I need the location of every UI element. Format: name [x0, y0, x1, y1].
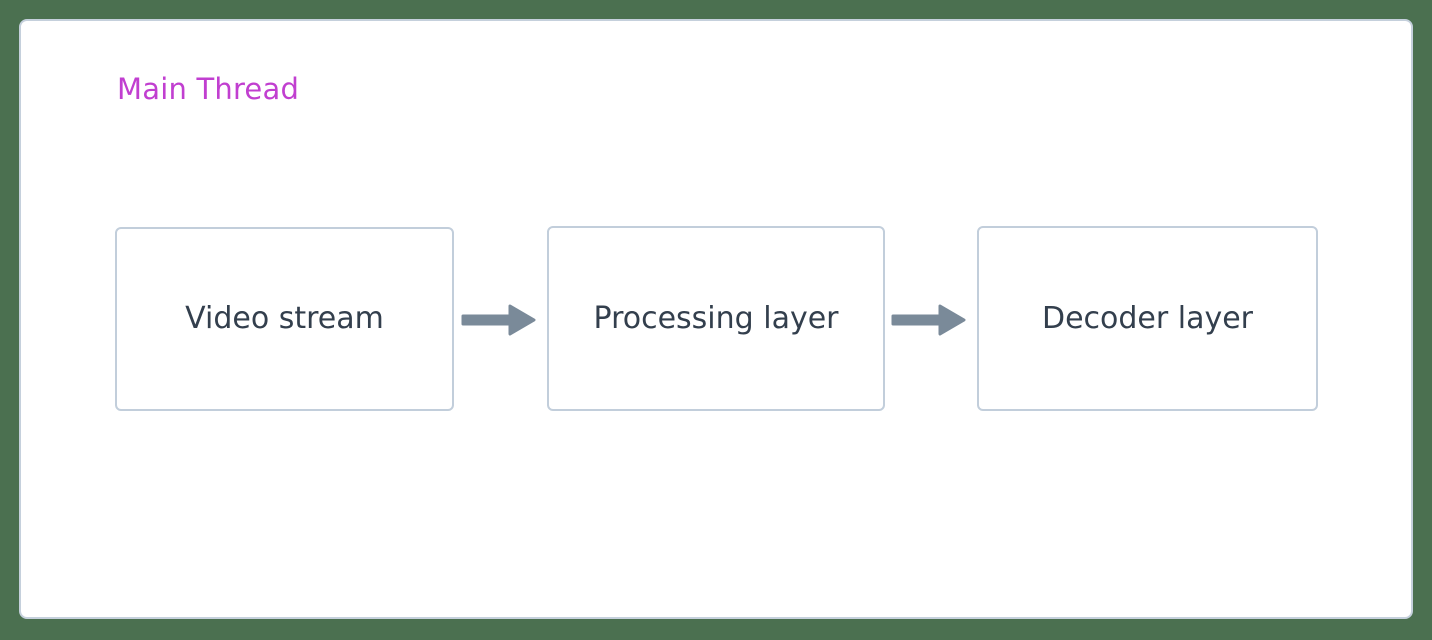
node-label: Video stream	[185, 301, 384, 336]
arrow-right-icon	[461, 304, 536, 336]
edge-processing-layer-to-decoder-layer	[888, 302, 968, 338]
node-label: Decoder layer	[1041, 300, 1254, 336]
node-decoder-layer[interactable]: Decoder layer	[977, 226, 1318, 411]
subgraph-title: Main Thread	[117, 72, 300, 106]
node-label: Processing layer	[593, 300, 839, 336]
node-processing-layer[interactable]: Processing layer	[547, 226, 885, 411]
arrow-right-icon	[891, 304, 966, 336]
node-video-stream[interactable]: Video stream	[115, 227, 454, 411]
edge-video-stream-to-processing-layer	[458, 302, 538, 338]
